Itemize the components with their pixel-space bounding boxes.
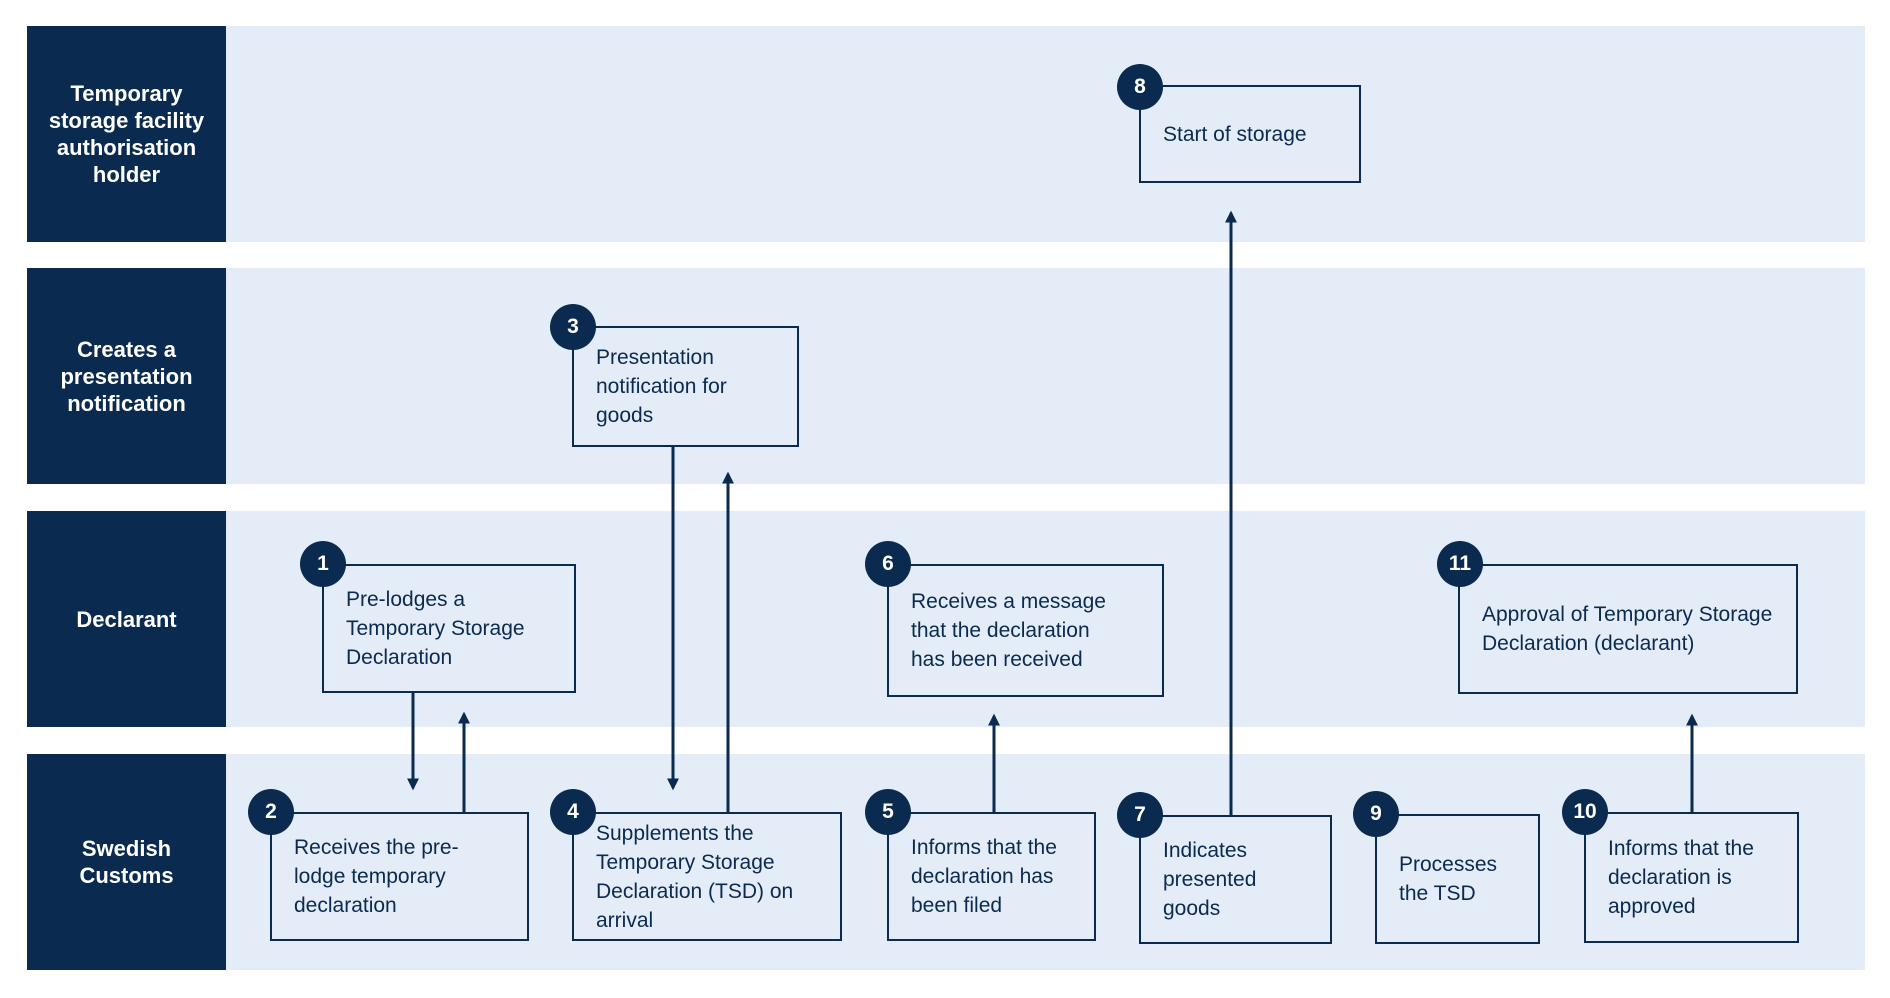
lane-label-declarant: Declarant (27, 511, 226, 727)
step-box-7: Indicates presented goods (1139, 815, 1332, 944)
step-number-11: 11 (1437, 541, 1483, 587)
step-number-8: 8 (1117, 64, 1163, 110)
step-number-9: 9 (1353, 791, 1399, 837)
lane-label-storage-holder: Temporary storage facility authorisation… (27, 26, 226, 242)
lane-bg-presentation (27, 268, 1865, 484)
step-box-1: Pre-lodges a Temporary Storage Declarati… (322, 564, 576, 693)
step-number-6: 6 (865, 541, 911, 587)
lane-label-presentation: Creates a presentation notification (27, 268, 226, 484)
step-number-5: 5 (865, 789, 911, 835)
step-number-2: 2 (248, 789, 294, 835)
step-box-10: Informs that the declaration is approved (1584, 812, 1799, 943)
step-number-10: 10 (1562, 789, 1608, 835)
step-box-8: Start of storage (1139, 85, 1361, 183)
step-number-7: 7 (1117, 792, 1163, 838)
step-box-2: Receives the pre- lodge temporary declar… (270, 812, 529, 941)
lane-bg-storage-holder (27, 26, 1865, 242)
step-box-5: Informs that the declaration has been fi… (887, 812, 1096, 941)
lane-label-customs: Swedish Customs (27, 754, 226, 970)
step-box-9: Processes the TSD (1375, 814, 1540, 944)
step-number-1: 1 (300, 541, 346, 587)
step-box-4: Supplements the Temporary Storage Declar… (572, 812, 842, 941)
step-box-6: Receives a message that the declaration … (887, 564, 1164, 697)
step-box-11: Approval of Temporary Storage Declaratio… (1458, 564, 1798, 694)
step-box-3: Presentation notification for goods (572, 326, 799, 447)
step-number-4: 4 (550, 789, 596, 835)
step-number-3: 3 (550, 304, 596, 350)
